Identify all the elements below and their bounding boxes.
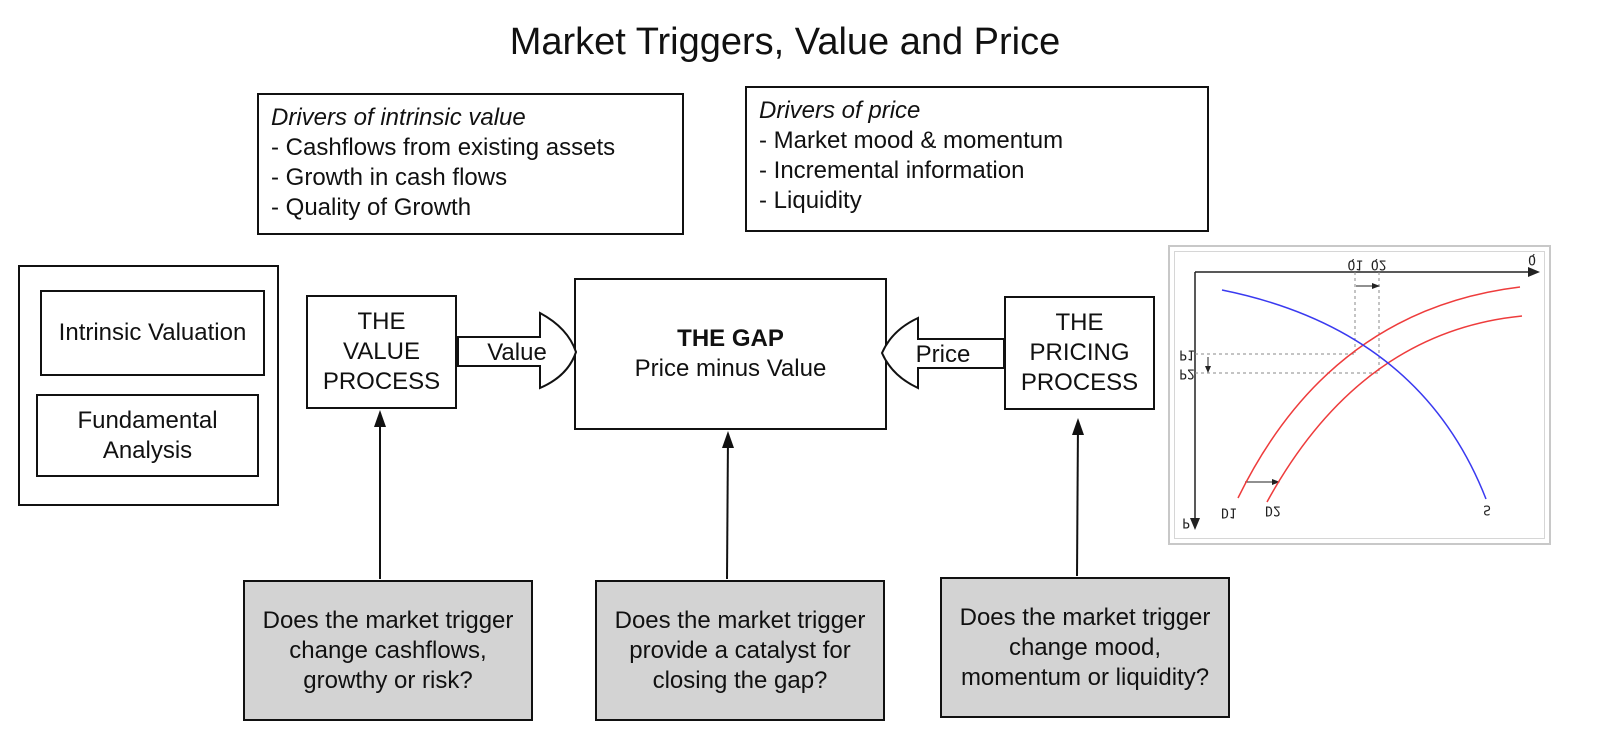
q1-q2-label: Q1 Q2 — [1347, 257, 1386, 272]
demand-curve-d1 — [1237, 286, 1521, 499]
intrinsic-drivers-heading: Drivers of intrinsic value — [271, 104, 526, 131]
p2-label: P2 — [1179, 366, 1195, 381]
intrinsic-valuation-label: Intrinsic Valuation — [58, 319, 247, 346]
price-drivers-heading: Drivers of price — [759, 97, 921, 124]
value-question-text: Does the market trigger change cashflows… — [262, 606, 514, 694]
s-label: S — [1483, 502, 1491, 517]
d2-label: D2 — [1265, 503, 1281, 518]
value-block-arrow — [457, 311, 578, 390]
value-up-arrowhead — [374, 410, 386, 427]
value-process-label: THE VALUE PROCESS — [322, 308, 441, 395]
p-axis-label: P — [1182, 515, 1190, 530]
q-axis-label: Q — [1528, 252, 1536, 267]
demand-curve-d2 — [1266, 315, 1523, 503]
value-question-box: Does the market trigger change cashflows… — [243, 580, 533, 721]
gap-up-arrowhead — [722, 431, 734, 448]
price-question-text: Does the market trigger change mood, mom… — [959, 603, 1211, 691]
supply-curve-s — [1221, 289, 1487, 500]
price-block-arrow — [880, 316, 1005, 390]
price-question-box: Does the market trigger change mood, mom… — [940, 577, 1230, 718]
pricing-process-box: THE PRICING PROCESS — [1004, 296, 1155, 410]
supply-demand-chart — [1168, 245, 1551, 545]
price-driver-item: - Market mood & momentum — [759, 127, 1064, 154]
gap-title: THE GAP — [677, 325, 784, 352]
gap-question-box: Does the market trigger provide a cataly… — [595, 580, 885, 721]
intrinsic-valuation-box: Intrinsic Valuation — [40, 290, 265, 376]
q-shift-arrowhead — [1372, 283, 1380, 289]
page-title: Market Triggers, Value and Price — [509, 21, 1061, 63]
d-shift-arrowhead — [1272, 479, 1280, 485]
fundamental-analysis-label: Fundamental Analysis — [77, 406, 218, 464]
value-process-box: THE VALUE PROCESS — [306, 295, 457, 409]
gap-subtitle: Price minus Value — [634, 355, 827, 382]
p-axis-arrowhead — [1190, 518, 1200, 530]
gap-question-text: Does the market trigger provide a cataly… — [614, 606, 866, 694]
price-driver-item: - Incremental information — [759, 157, 1025, 184]
price-arrow-label: Price — [916, 341, 971, 368]
price-up-arrow — [1076, 420, 1079, 577]
price-up-arrowhead — [1072, 418, 1084, 435]
pricing-process-label: THE PRICING PROCESS — [1020, 309, 1139, 396]
d1-label: D1 — [1221, 505, 1237, 520]
price-driver-item: - Liquidity — [759, 187, 862, 214]
p-shift-arrowhead — [1205, 366, 1211, 373]
value-arrow-label: Value — [487, 339, 547, 366]
intrinsic-value-drivers-box: Drivers of intrinsic value - Cashflows f… — [257, 93, 684, 235]
gap-up-arrow — [726, 433, 729, 580]
price-drivers-box: Drivers of price - Market mood & momentu… — [745, 86, 1209, 232]
q-axis-arrowhead — [1528, 267, 1540, 277]
fundamental-analysis-box: Fundamental Analysis — [36, 394, 259, 477]
p1-label: P1 — [1179, 347, 1195, 362]
intrinsic-driver-item: - Cashflows from existing assets — [271, 134, 616, 161]
intrinsic-driver-item: - Growth in cash flows — [271, 164, 508, 191]
intrinsic-driver-item: - Quality of Growth — [271, 194, 472, 221]
